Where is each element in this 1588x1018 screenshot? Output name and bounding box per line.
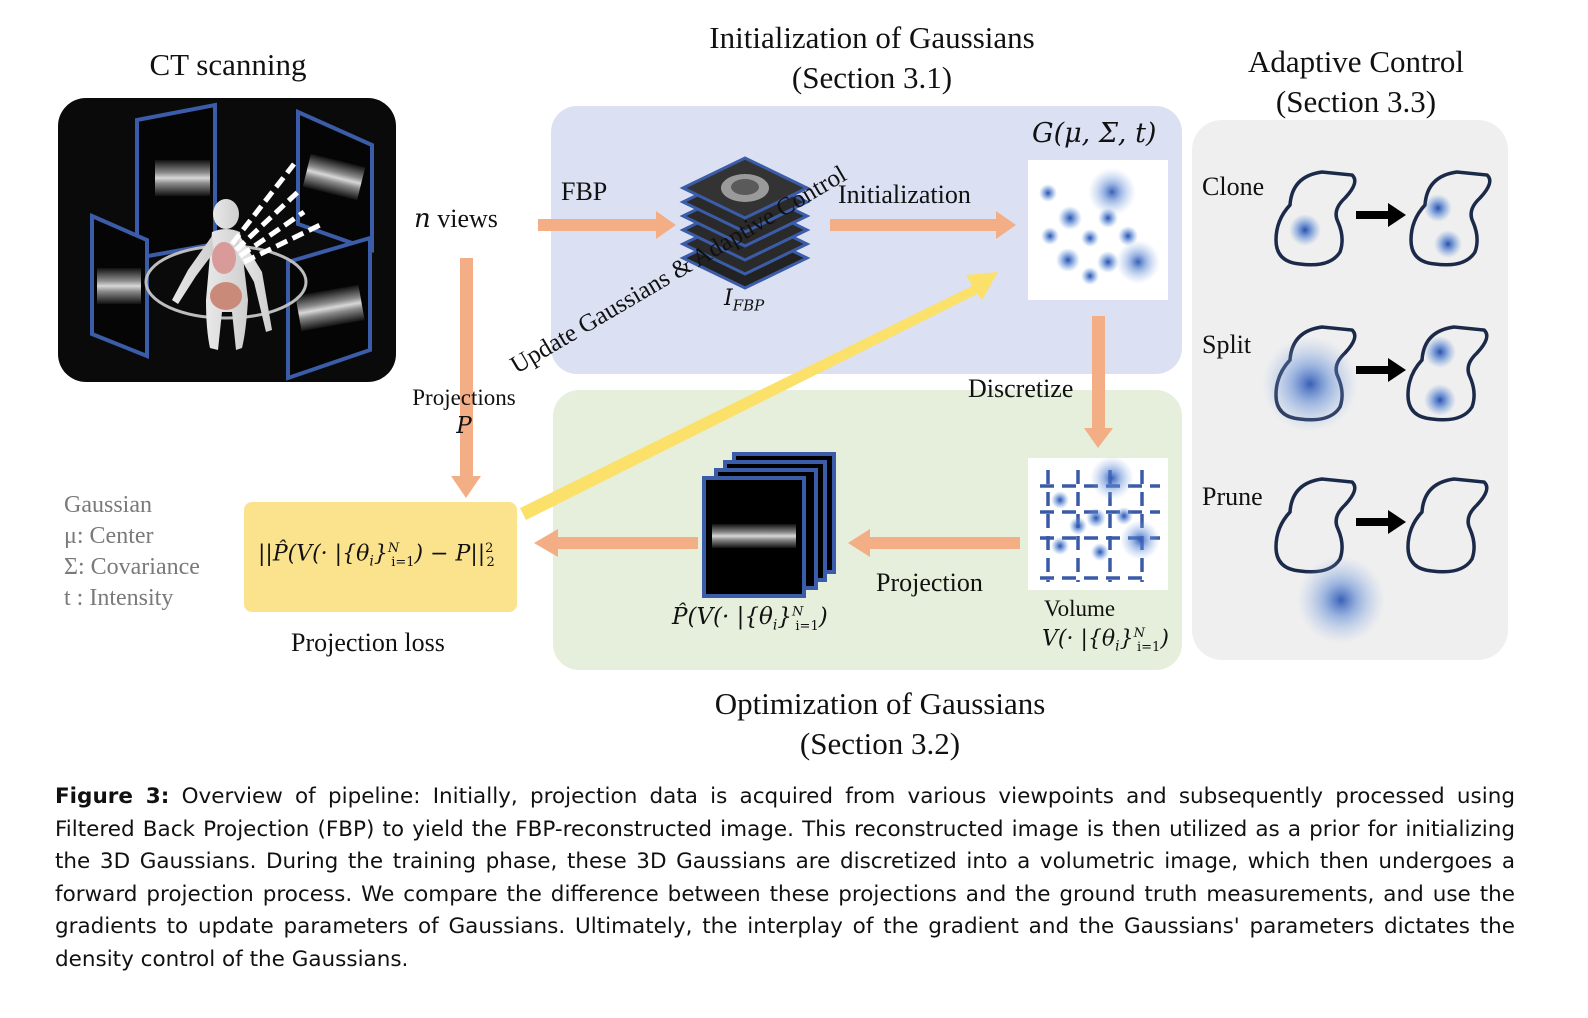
legend-t: t : Intensity (64, 585, 174, 611)
gaussian-param-label: G(μ, Σ, t) (1032, 118, 1157, 149)
volume-formula: V(· |{θi}Ni=1) (1042, 626, 1169, 655)
n-views-label: n views (414, 204, 498, 234)
legend-mu: μ: Center (64, 523, 154, 549)
figure-caption: Figure 3: Overview of pipeline: Initiall… (55, 781, 1515, 976)
projection-formula-main: P̂(V(· |{θ (672, 604, 773, 630)
gaussian-blobs (1262, 194, 1462, 644)
optimization-section: (Section 3.2) (799, 726, 961, 761)
projections-text: Projections (412, 385, 516, 410)
n-var: n (414, 204, 431, 234)
adaptive-control-title: Adaptive Control (1247, 44, 1465, 79)
gaussian-box (1028, 160, 1168, 300)
prune-label: Prune (1202, 482, 1263, 511)
projection-stack (702, 452, 836, 598)
figure-label: Figure 3: (55, 784, 170, 809)
volume-box (1028, 456, 1168, 590)
volume-formula-main: V(· |{θ (1042, 626, 1116, 652)
adaptive-control-section: (Section 3.3) (1275, 84, 1437, 119)
legend-title: Gaussian (64, 492, 152, 518)
discretize-label: Discretize (968, 374, 1074, 403)
caption-text: Overview of pipeline: Initially, project… (55, 784, 1515, 972)
i-fbp-label: IFBP (724, 286, 764, 314)
loss-formula: ||P̂(V(· |{θi}Ni=1) − P||22 (258, 541, 495, 570)
optimization-title: Optimization of Gaussians (714, 686, 1046, 721)
views-text: views (437, 204, 498, 233)
fbp-slice-stack (679, 156, 811, 290)
initialization-section: (Section 3.1) (791, 60, 953, 95)
i-fbp-main: I (724, 286, 733, 311)
split-label: Split (1202, 330, 1252, 359)
projections-label: Projections P (404, 384, 524, 440)
projection-loss-box (244, 502, 517, 612)
clone-label: Clone (1202, 172, 1265, 201)
i-fbp-sub: FBP (732, 296, 765, 315)
ct-scanning-title: CT scanning (149, 47, 307, 82)
projection-loss-label: Projection loss (291, 628, 445, 657)
initialization-label: Initialization (838, 180, 971, 209)
initialization-title: Initialization of Gaussians (709, 20, 1035, 55)
legend-sigma: Σ: Covariance (64, 554, 200, 580)
loss-formula-main: ||P̂(V(· |{θ (258, 541, 370, 567)
projection-formula: P̂(V(· |{θi}Ni=1) (672, 604, 828, 634)
volume-label: Volume (1044, 596, 1116, 621)
ct-scanner-illustration (58, 98, 396, 382)
projections-var: P (456, 413, 472, 439)
flow-arrows (451, 211, 1113, 557)
projection-label: Projection (876, 568, 983, 597)
adaptive-arrows (1356, 203, 1406, 534)
gaussian-legend: Gaussian μ: Center Σ: Covariance t : Int… (64, 490, 200, 614)
fbp-label: FBP (561, 177, 608, 206)
update-arrow (520, 272, 998, 520)
